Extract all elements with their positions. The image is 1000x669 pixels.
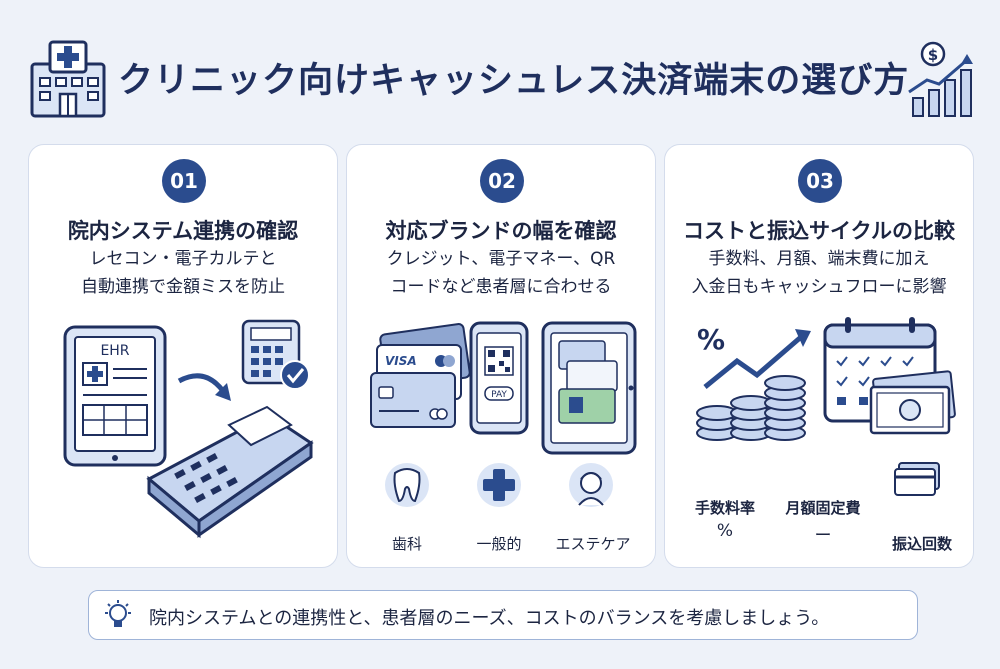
tablet-emoney-icon [541,321,637,455]
tip-text: 院内システムとの連携性と、患者層のニーズ、コストのバランスを考慮しましょう。 [149,608,830,629]
visa-label: VISA [385,354,417,368]
credit-card-icon: VISA [370,323,471,428]
brands-illustration: VISA PAY [370,321,637,507]
tablet-ehr-icon: EHR [63,325,167,467]
growth-chart-icon: $ [908,41,973,117]
integration-illustration: EHR [63,319,314,539]
description-line: 入金日もキャッシュフローに影響 [691,277,947,297]
cost-item-value: ー [814,526,832,546]
esthetic-face-icon [569,463,613,507]
arrow-icon [177,373,225,393]
cost-item-label: 振込回数 [891,535,952,553]
cost-item-label: 月額固定費 [785,499,861,517]
svg-text:$: $ [928,46,938,64]
card-supported-brands: 02 対応ブランドの幅を確認 クレジット、電子マネー、QR コードなど患者層に合… [346,144,656,568]
step-number-badge: 01 [162,159,206,203]
hospital-icon [30,40,106,118]
description-line: 手数料、月額、端末費に加え [708,249,930,269]
header: クリニック向けキャッシュレス決済端末の選び方 $ [0,0,1000,140]
card-title: コストと振込サイクルの比較 [683,219,955,243]
card-description: 手数料、月額、端末費に加え 入金日もキャッシュフローに影響 [665,245,973,301]
coins-icon [696,375,806,441]
tip-banner: 院内システムとの連携性と、患者層のニーズ、コストのバランスを考慮しましょう。 [88,590,918,640]
cost-illustration: % [696,317,956,496]
description-line: コードなど患者層に合わせる [390,277,612,297]
card-description: レセコン・電子カルテと 自動連携で金額ミスを防止 [29,245,337,301]
cards-stack-icon [894,462,940,496]
card-description: クレジット、電子マネー、QR コードなど患者層に合わせる [347,245,655,301]
check-icon [280,360,310,390]
patient-type-label: エステケア [555,535,631,553]
cost-item-value: % [716,521,734,541]
card-title: 対応ブランドの幅を確認 [385,219,617,243]
card-system-integration: 01 院内システム連携の確認 レセコン・電子カルテと 自動連携で金額ミスを防止 … [28,144,338,568]
percent-icon: % [697,323,725,356]
page-title: クリニック向けキャッシュレス決済端末の選び方 [118,61,910,101]
tooth-icon [385,463,429,507]
step-number-badge: 03 [798,159,842,203]
payment-terminal-icon [146,405,314,539]
cost-item-label: 手数料率 [694,499,755,517]
card-cost-comparison: 03 コストと振込サイクルの比較 手数料、月額、端末費に加え 入金日もキャッシュ… [664,144,974,568]
smartphone-qr-icon: PAY [469,321,529,435]
card-title: 院内システム連携の確認 [67,219,299,243]
description-line: クレジット、電子マネー、QR [386,249,616,269]
banknote-icon [869,370,956,435]
lightbulb-icon [105,600,131,627]
medical-cross-icon [477,463,521,507]
description-line: レセコン・電子カルテと [89,249,277,269]
ehr-label: EHR [100,343,129,359]
patient-type-label: 歯科 [391,535,422,553]
step-number-badge: 02 [480,159,524,203]
growth-arrow-icon [703,335,803,389]
patient-type-label: 一般的 [476,535,522,553]
description-line: 自動連携で金額ミスを防止 [81,277,285,297]
pay-label: PAY [491,390,507,400]
